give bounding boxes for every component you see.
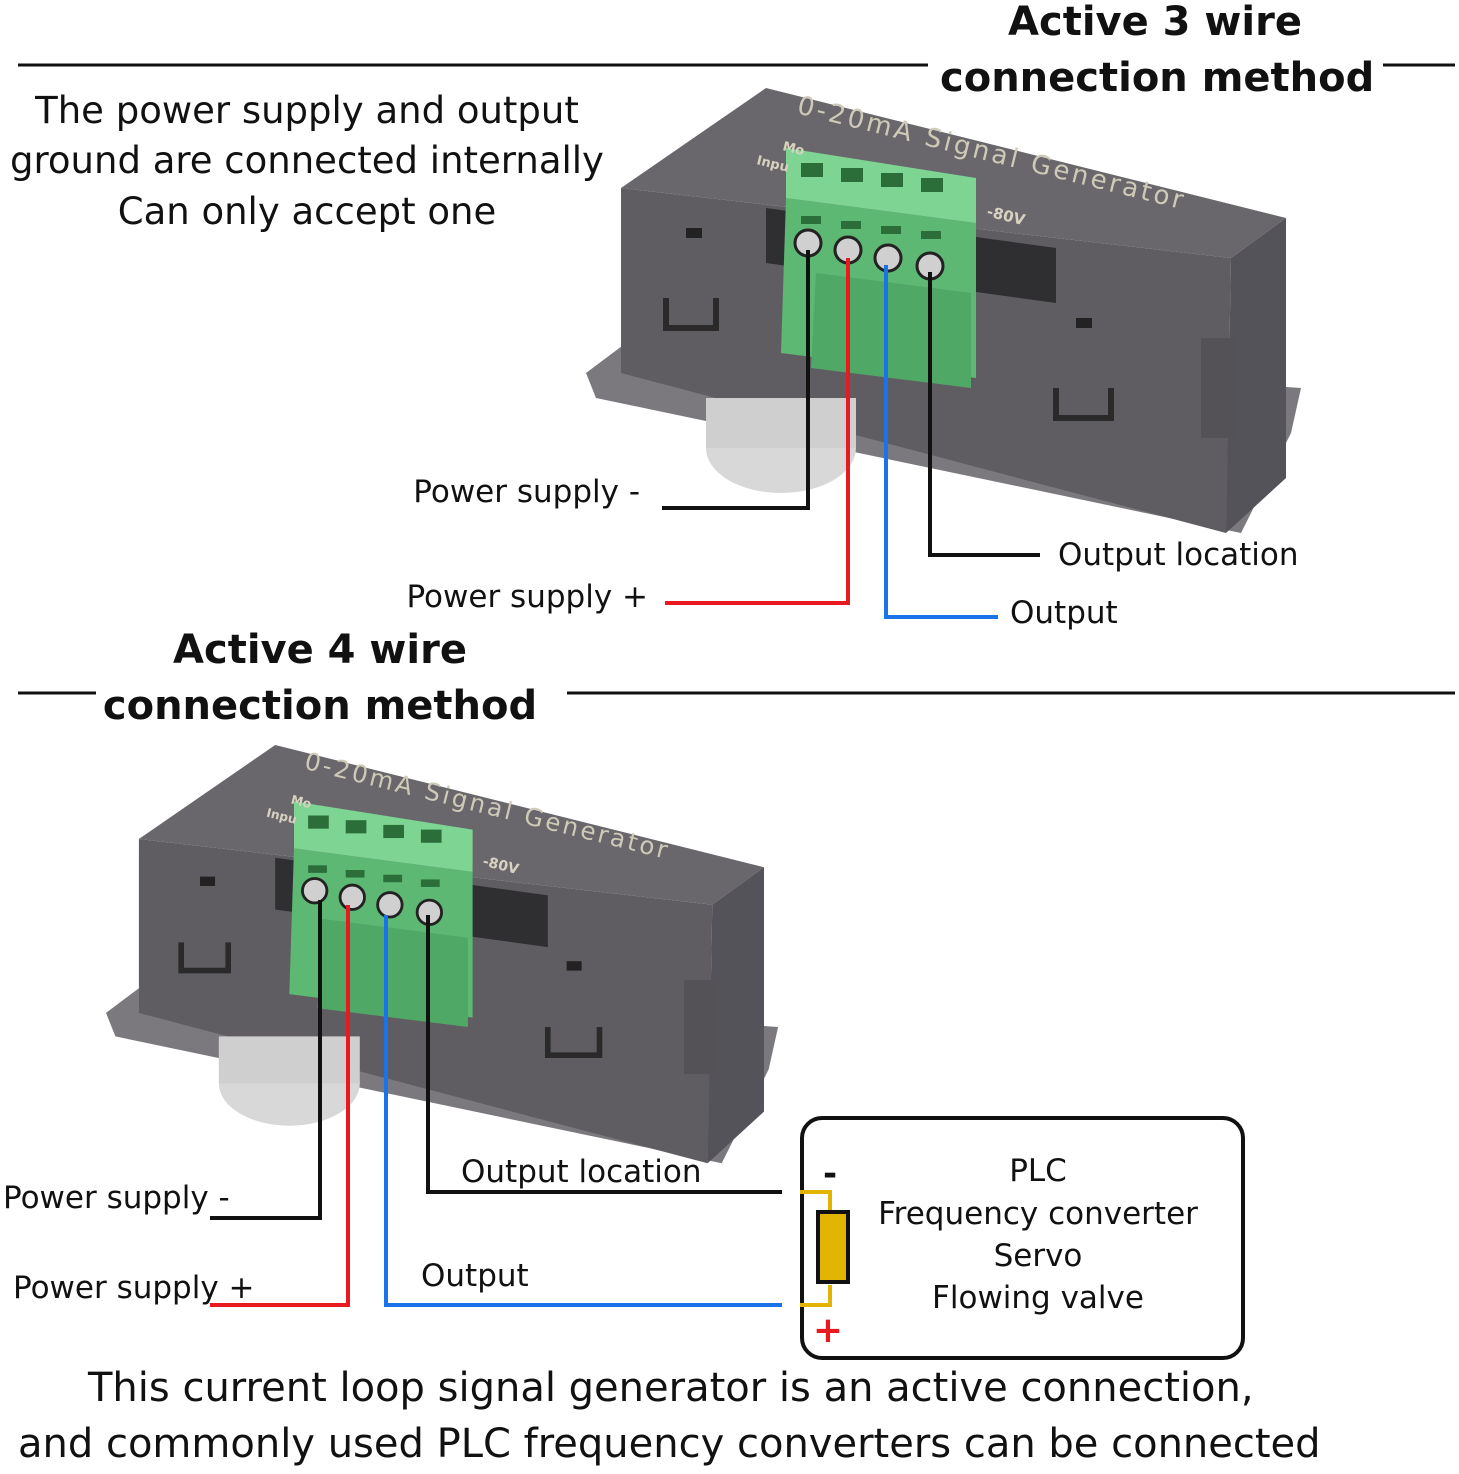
label-power-plus: Power supply + [406,579,648,615]
load-plus-sign: + [813,1310,843,1351]
wire-power-minus [662,250,810,510]
load-minus-sign: - [823,1154,837,1194]
load-type-frequency-converter: Frequency converter [878,1196,1198,1232]
label-power-minus: Power supply - [3,1180,230,1216]
note-line: ground are connected internally [10,139,604,182]
label-output-location: Output location [1058,537,1299,573]
title-4wire-line2: connection method [102,683,538,729]
note-line: Can only accept one [117,190,497,233]
wire-output [384,915,782,1307]
label-power-minus: Power supply - [413,474,640,510]
load-lead-bottom [800,1285,832,1307]
load-lead-top [800,1190,832,1212]
wire-output-location [928,272,1040,557]
wire-output [884,265,998,619]
title-3wire-line2: connection method [940,55,1375,101]
label-output: Output [1010,595,1118,631]
footer-line: and commonly used PLC frequency converte… [18,1421,1321,1467]
wire-power-plus [210,905,350,1307]
title-3wire-line1: Active 3 wire [1008,0,1302,45]
load-type-plc: PLC [1009,1153,1067,1189]
label-output: Output [421,1258,529,1294]
wire-power-plus [665,258,850,605]
signal-generator-device-3wire: 0-20mA Signal Generator Mo Inpu -80V [586,88,1301,533]
label-power-plus: Power supply + [13,1270,255,1306]
load-type-servo: Servo [993,1238,1083,1274]
device-mark-mo: Mo [781,139,806,159]
device-mark-mo: Mo [290,793,313,812]
label-output-location: Output location [461,1154,702,1190]
note-line: The power supply and output [35,89,579,132]
load-box [800,1116,1245,1360]
load-resistor-icon [816,1210,850,1284]
load-type-flowing-valve: Flowing valve [932,1280,1144,1316]
footer-line: This current loop signal generator is an… [88,1365,1254,1411]
title-4wire-line1: Active 4 wire [173,627,467,673]
signal-generator-device-4wire: 0-20mA Signal Generator Mo Inpu -80V [106,745,778,1163]
wire-power-minus [210,900,322,1220]
wire-output-location [426,915,782,1194]
